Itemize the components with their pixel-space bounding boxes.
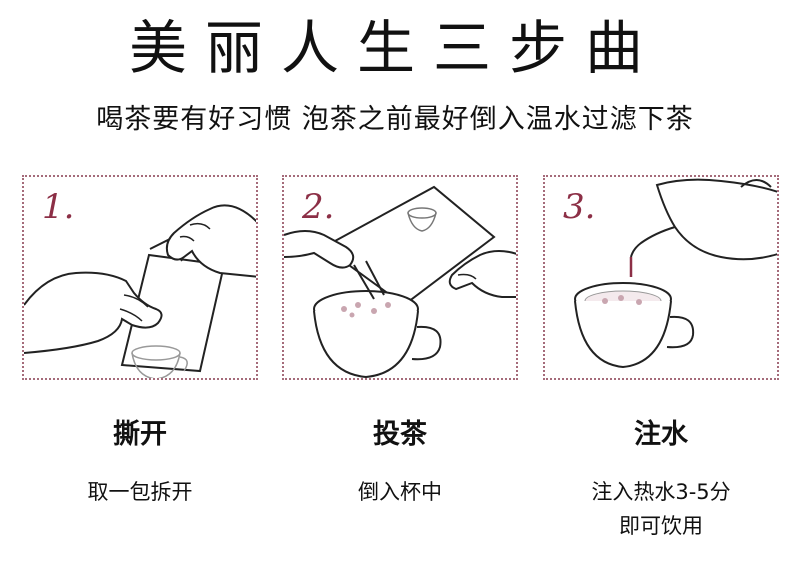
- step-2-title: 投茶: [373, 419, 427, 450]
- step-3-description-line2: 即可饮用: [619, 514, 703, 538]
- page-title: 美丽人生三步曲: [128, 14, 661, 82]
- tear-bag-illustration: [24, 204, 256, 378]
- step-3-description: 注入热水3-5分: [591, 480, 731, 504]
- step-1-title: 撕开: [113, 419, 167, 450]
- step-3-title: 注水: [634, 419, 688, 450]
- step-2-number: 2.: [302, 187, 335, 227]
- step-1-number: 1.: [42, 187, 75, 227]
- step-3-number: 3.: [563, 187, 596, 227]
- add-water-illustration: [574, 178, 777, 369]
- step-1-description: 取一包拆开: [87, 480, 193, 504]
- pour-tea-illustration: [284, 185, 516, 378]
- page-subtitle: 喝茶要有好习惯 泡茶之前最好倒入温水过滤下茶: [96, 104, 694, 135]
- step-2-description: 倒入杯中: [358, 480, 442, 504]
- step-1-illustration: 1.: [22, 175, 258, 380]
- step-2-illustration: 2.: [282, 175, 518, 380]
- step-3-illustration: 3.: [543, 175, 779, 380]
